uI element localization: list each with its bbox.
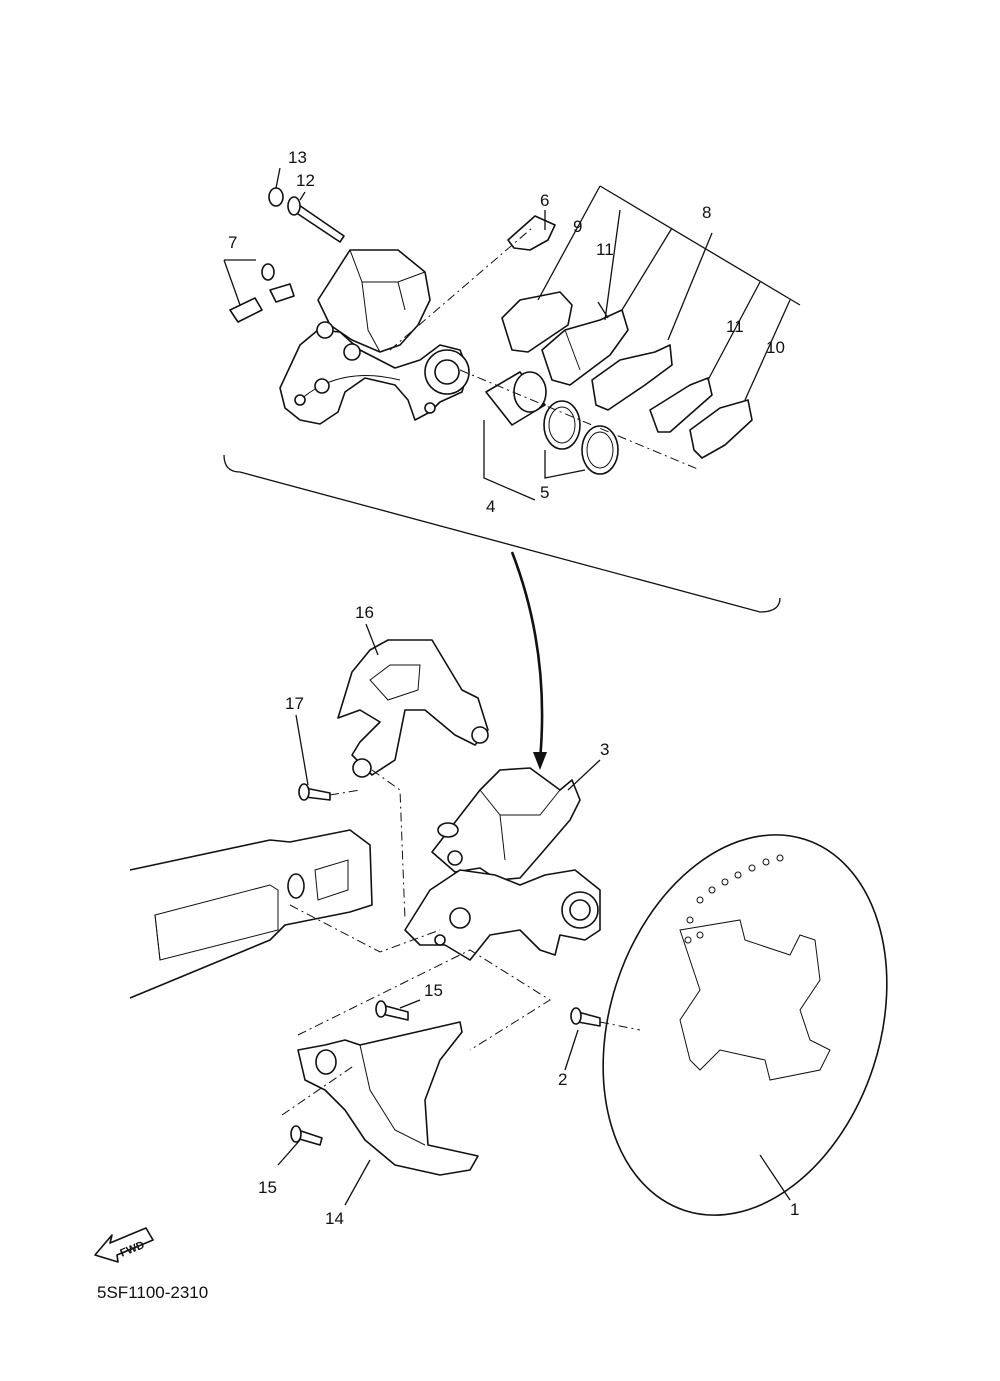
brake-pad-9 — [501, 291, 573, 353]
label-5: 5 — [540, 483, 549, 502]
caliper-body-upper — [317, 249, 431, 353]
pin-cap — [268, 187, 284, 207]
label-10: 10 — [766, 338, 785, 357]
label-13: 13 — [288, 148, 307, 167]
label-12: 12 — [296, 171, 315, 190]
label-15-upper: 15 — [424, 981, 443, 1000]
piston-seal-a — [543, 400, 581, 450]
disc-guard — [297, 1021, 479, 1176]
label-16: 16 — [355, 603, 374, 622]
label-8: 8 — [702, 203, 711, 222]
label-11-upper: 11 — [596, 240, 614, 259]
label-1: 1 — [790, 1200, 799, 1219]
upper-leader-lines — [223, 167, 801, 770]
lower-assembly — [129, 639, 888, 1216]
caliper-guard-bracket — [337, 639, 489, 776]
label-3: 3 — [600, 740, 609, 759]
label-7: 7 — [228, 233, 237, 252]
label-14: 14 — [325, 1209, 344, 1228]
caliper-exploded-group — [229, 187, 753, 475]
pad-shim-11 — [649, 377, 713, 433]
label-4: 4 — [486, 497, 495, 516]
piston-seal-b — [581, 425, 619, 475]
label-17: 17 — [285, 694, 304, 713]
label-15-lower: 15 — [258, 1178, 277, 1197]
part-number-labels: 13 12 7 6 9 8 11 11 10 4 5 16 17 3 15 2 … — [228, 148, 799, 1228]
lower-leader-lines — [277, 623, 791, 1206]
brake-pad-inner — [541, 309, 629, 386]
brake-disc — [602, 834, 888, 1216]
forward-arrow-icon: FWD — [94, 1227, 154, 1263]
brake-pad-8 — [591, 344, 673, 411]
pad-spring — [507, 215, 556, 251]
diagram-code: 5SF1100-2310 — [97, 1283, 209, 1302]
swing-arm — [129, 829, 373, 999]
pad-shim-10 — [689, 399, 753, 459]
label-2: 2 — [558, 1070, 567, 1089]
label-11-lower: 11 — [726, 317, 744, 336]
label-9: 9 — [573, 217, 582, 236]
bleed-screw — [229, 297, 263, 323]
label-6: 6 — [540, 191, 549, 210]
caliper-assembly — [431, 767, 581, 881]
